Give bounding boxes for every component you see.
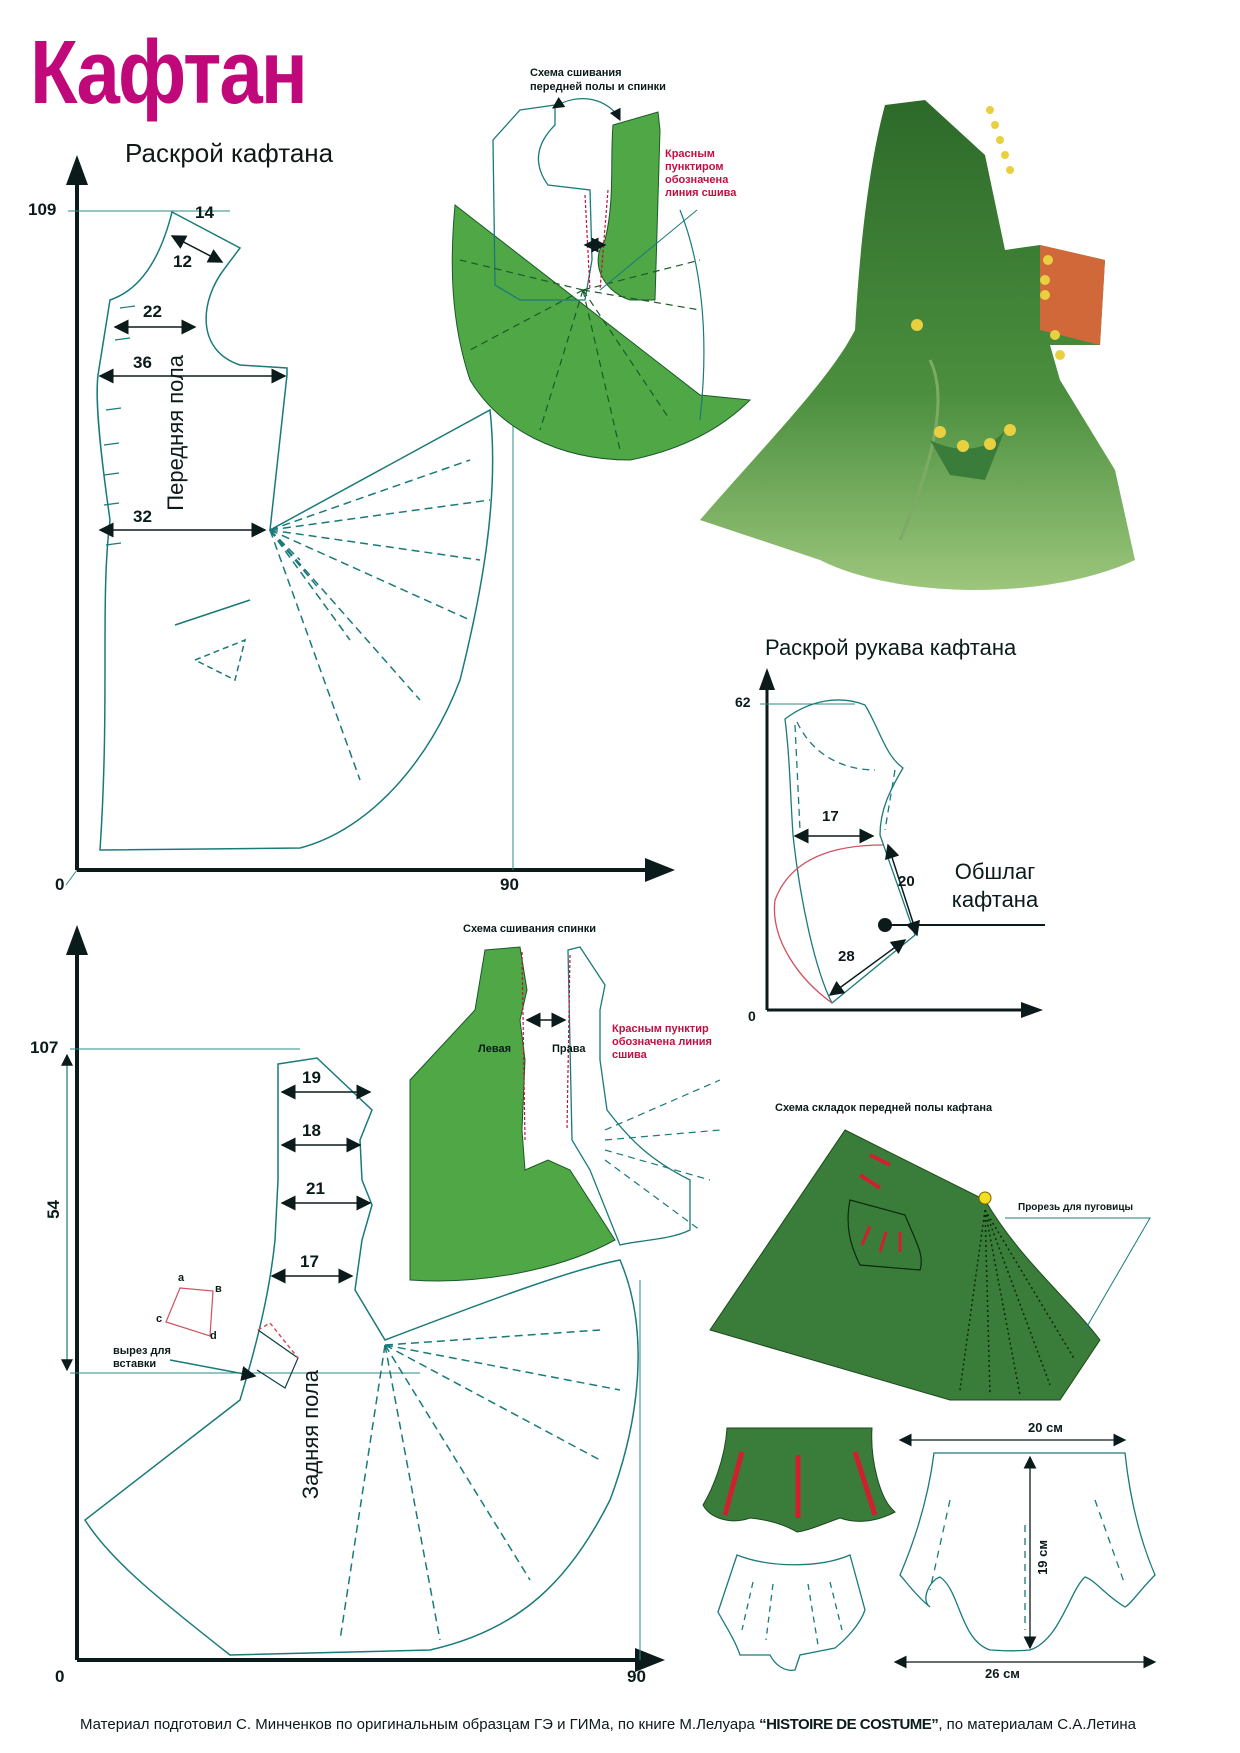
sleeve-measure-width: 17 <box>822 808 839 825</box>
front-sewing-note: Красным пунктиром обозначена линия сшива <box>665 148 737 199</box>
back-measure-shoulder: 19 <box>302 1068 321 1087</box>
front-measure-armhole: 12 <box>173 252 192 271</box>
front-sewing-scheme <box>451 97 752 461</box>
front-cut-heading: Раскрой кафтана <box>125 138 334 168</box>
back-sewing-scheme <box>409 946 721 1282</box>
back-x-axis-end-label: 90 <box>627 1667 646 1686</box>
front-measure-shoulder: 14 <box>195 203 214 222</box>
pocket-flap-green <box>702 1427 896 1533</box>
back-sewing-caption: Схема сшивания спинки <box>463 923 597 935</box>
insert-point-d: d <box>210 1330 217 1342</box>
pocket-flap-outline <box>717 1554 866 1671</box>
front-piece-outline <box>96 210 494 851</box>
sleeve-x-axis-origin-label: 0 <box>748 1008 756 1024</box>
insert-point-b: в <box>215 1283 222 1295</box>
front-measure-chest-upper: 22 <box>143 302 162 321</box>
pocket-height: 19 см <box>1035 1540 1050 1575</box>
back-sewing-left-label: Левая <box>478 1043 511 1055</box>
back-vertical-measure: 54 <box>44 1200 63 1219</box>
insert-point-a: a <box>178 1272 185 1284</box>
pleat-scheme-caption: Схема складок передней полы кафтана <box>775 1102 993 1114</box>
pocket-bottom-width: 26 см <box>985 1666 1020 1681</box>
front-measure-waist: 32 <box>133 507 152 526</box>
sleeve-y-axis-top-label: 62 <box>735 694 751 710</box>
sleeve-measure-cuff-width: 28 <box>838 948 855 965</box>
footer-text-before: Материал подготовил С. Минченков по ориг… <box>80 1716 760 1733</box>
button-slit-label: Прорезь для пуговицы <box>1018 1202 1134 1213</box>
page-title: Кафтан <box>30 21 308 123</box>
back-measure-waist: 17 <box>300 1252 319 1271</box>
back-piece-outline <box>84 1057 639 1656</box>
insert-point-c: c <box>156 1313 163 1325</box>
front-x-axis-end-label: 90 <box>500 875 519 894</box>
back-sewing-right-label: Права <box>552 1043 586 1055</box>
back-measure-upper: 18 <box>302 1121 321 1140</box>
footer-text-after: , по материалам С.А.Летина <box>938 1716 1137 1733</box>
pocket-top-width: 20 см <box>1028 1420 1063 1435</box>
footer-credits: Материал подготовил С. Минченков по ориг… <box>80 1716 1136 1733</box>
caftan-illustration <box>700 100 1135 590</box>
front-piece-label: Передняя пола <box>163 355 188 511</box>
front-y-axis-top-label: 109 <box>28 200 57 219</box>
back-piece-label: Задняя пола <box>298 1370 323 1500</box>
front-cut-axes <box>65 155 675 886</box>
sleeve-cut-heading: Раскрой рукава кафтана <box>765 635 1017 660</box>
footer-book-title: “HISTOIRE DE COSTUME” <box>759 1716 939 1733</box>
back-sewing-note: Красным пунктир обозначена линия сшива <box>612 1023 712 1061</box>
back-x-axis-origin-label: 0 <box>55 1667 65 1686</box>
pocket-pattern <box>893 1433 1157 1669</box>
back-measure-chest: 21 <box>306 1179 325 1198</box>
back-cut-axes <box>61 925 665 1672</box>
sleeve-measure-cuff-height: 20 <box>898 873 915 890</box>
front-x-axis-origin-label: 0 <box>55 875 65 894</box>
insert-cut-label: вырез для вставки <box>113 1345 171 1370</box>
sleeve-axes <box>759 668 1043 1018</box>
pleat-scheme <box>709 1129 1151 1401</box>
front-measure-chest: 36 <box>133 353 152 372</box>
front-dimension-lines <box>98 235 287 538</box>
front-sewing-caption: Схема сшивания передней полы и спинки <box>530 67 666 93</box>
sleeve-outline <box>773 699 1045 1005</box>
cuff-label: Обшлаг кафтана <box>951 859 1039 912</box>
back-y-axis-top-label: 107 <box>30 1038 59 1057</box>
